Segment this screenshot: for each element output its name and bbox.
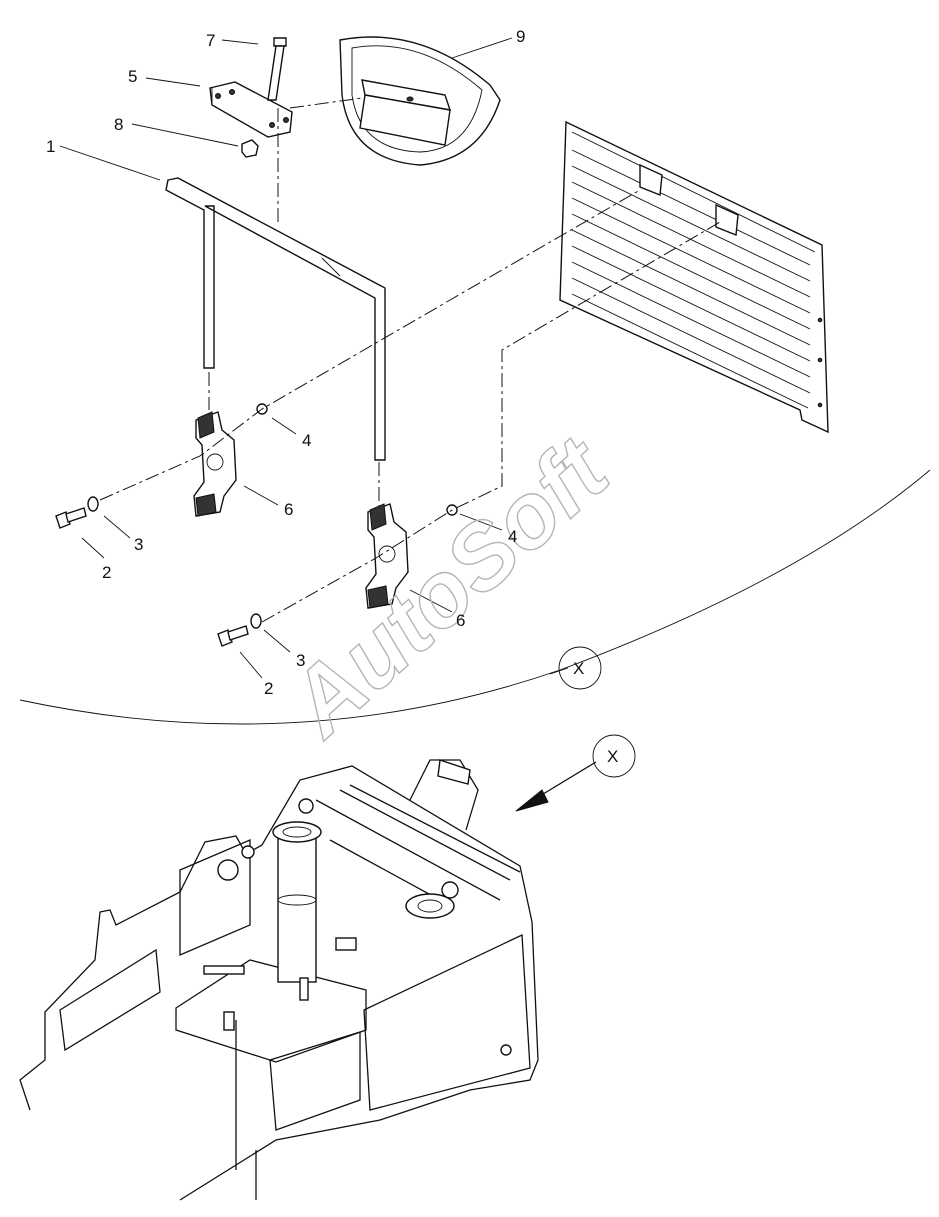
- watermark-text: AutoSoft: [269, 417, 630, 756]
- part-6-left-bracket: [193, 411, 237, 517]
- part-2-bolt-left: [55, 507, 87, 529]
- callout-4-right: 4: [508, 527, 517, 546]
- callout-2-right: 2: [264, 679, 273, 698]
- callout-7: 7: [206, 31, 215, 50]
- callout-3-right: 3: [296, 651, 305, 670]
- grille-panel: [559, 120, 829, 434]
- view-arrow: [515, 761, 597, 812]
- callout-4-left: 4: [302, 431, 311, 450]
- part-3-washer-left: [87, 496, 99, 512]
- part-6-right-bracket: [365, 503, 409, 609]
- detail-boundary-arc: [19, 469, 931, 725]
- part-8-nut: [241, 139, 259, 158]
- callout-9: 9: [516, 27, 525, 46]
- callout-3-left: 3: [134, 535, 143, 554]
- callout-2-left: 2: [102, 563, 111, 582]
- part-1-frame: [165, 177, 386, 461]
- part-5-bracket: [209, 81, 293, 138]
- detail-marker-circle: X: [558, 646, 602, 690]
- view-marker-circle: X: [592, 734, 636, 778]
- callout-6-right: 6: [456, 611, 465, 630]
- callout-8: 8: [114, 115, 123, 134]
- callout-1: 1: [46, 137, 55, 156]
- part-9-pad: [339, 36, 501, 166]
- view-marker-label: X: [607, 747, 618, 766]
- part-3-washer-right: [250, 613, 262, 629]
- part-7-bolt: [267, 37, 287, 101]
- callout-5: 5: [128, 67, 137, 86]
- detail-marker-label: X: [573, 659, 584, 678]
- machine-body: [19, 759, 539, 1201]
- part-2-bolt-right: [217, 625, 249, 647]
- callout-6-left: 6: [284, 500, 293, 519]
- assembly-lines: [99, 97, 721, 623]
